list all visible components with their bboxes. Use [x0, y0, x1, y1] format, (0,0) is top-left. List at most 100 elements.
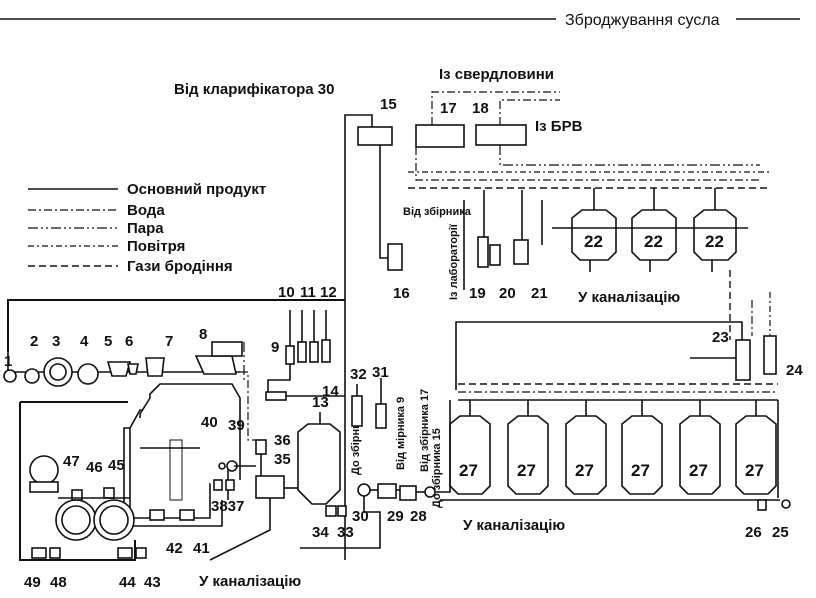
tank-22-a [571, 209, 617, 261]
num-40: 40 [201, 414, 218, 431]
num-22-a: 22 [584, 232, 603, 251]
num-13: 13 [312, 394, 329, 411]
valve-28b [424, 486, 436, 498]
pipe-upper-loop [7, 299, 345, 352]
num-24: 24 [786, 362, 803, 379]
num-11: 11 [300, 284, 316, 301]
num-9: 9 [271, 339, 279, 356]
num-48: 48 [50, 574, 67, 591]
tank-22-b [631, 209, 677, 261]
filter-press-45-47 [29, 455, 135, 541]
num-4: 4 [80, 333, 89, 350]
num-15: 15 [380, 96, 397, 113]
label-from-well: Із свердловини [439, 66, 554, 83]
apparatus-19 [477, 236, 489, 268]
mash-unit [129, 383, 241, 521]
num-43: 43 [144, 574, 161, 591]
pipe-15-16 [379, 145, 388, 259]
num-27-5: 27 [689, 461, 708, 480]
tank-27-2 [507, 415, 549, 495]
pump-1 [3, 369, 17, 383]
pipe-brv [499, 99, 560, 125]
num-30: 30 [352, 508, 369, 525]
pipe-well-water [431, 91, 560, 125]
label-from-brv: Із БРВ [535, 118, 583, 135]
num-3: 3 [52, 333, 60, 350]
meter-12 [321, 339, 331, 363]
num-33: 33 [337, 524, 354, 541]
pipe-steam-header [499, 145, 760, 166]
pipe-water-header [415, 147, 760, 181]
num-28: 28 [410, 508, 427, 525]
label-from-clarifier: Від кларифікатора 30 [174, 81, 334, 98]
label-sewer-bottom-right: У каналізацію [463, 517, 565, 534]
valve-46 [71, 489, 83, 501]
legend-air: Повітря [127, 238, 185, 255]
apparatus-32 [351, 395, 363, 427]
legend: Основний продукт Вода Пара Повітря Гази … [28, 181, 266, 275]
num-34: 34 [312, 524, 329, 541]
num-36: 36 [274, 432, 291, 449]
meter-9 [285, 345, 295, 365]
pipe-clarifier [344, 114, 373, 560]
motor-47 [29, 455, 59, 485]
apparatus-29 [377, 483, 397, 499]
pump-25 [781, 499, 791, 509]
vessel-8 [194, 355, 237, 375]
apparatus-23 [735, 339, 751, 381]
num-39: 39 [228, 417, 245, 434]
meter-11 [309, 341, 319, 363]
propagator-tanks-22: 22 22 22 [552, 188, 748, 272]
hopper-6 [127, 363, 139, 375]
collector-18 [475, 124, 527, 146]
label-sewer-bottom-left: У каналізацію [199, 573, 301, 590]
collector-15 [357, 126, 393, 146]
vessel-7 [145, 357, 165, 377]
legend-gas: Гази бродіння [127, 258, 233, 275]
valve-39b [218, 462, 226, 470]
tank-27-5 [679, 415, 721, 495]
vessel-41-inner [169, 439, 183, 501]
fermentation-tanks-27: 27 27 27 27 27 27 [449, 400, 777, 495]
num-49: 49 [24, 574, 41, 591]
num-17: 17 [440, 100, 457, 117]
apparatus-16 [387, 243, 403, 271]
num-6: 6 [125, 333, 133, 350]
pipe-left-loop [19, 402, 136, 561]
apparatus-24 [763, 335, 777, 375]
apparatus-31 [375, 403, 387, 429]
num-2: 2 [30, 333, 38, 350]
pipe-to-fermenters [435, 400, 451, 493]
num-45: 45 [108, 457, 125, 474]
num-32: 32 [350, 366, 367, 383]
apparatus-19b [489, 244, 501, 266]
apparatus-20 [513, 239, 529, 265]
tank-27-1 [449, 415, 491, 495]
vessel-8-top [211, 341, 243, 357]
num-21: 21 [531, 285, 548, 302]
num-27-3: 27 [575, 461, 594, 480]
pipe-30-out [300, 496, 381, 549]
num-5: 5 [104, 333, 112, 350]
apparatus-36 [255, 439, 267, 455]
filter-46a-inner [61, 505, 91, 535]
num-3837: 3837 [211, 498, 244, 515]
num-25: 25 [772, 524, 789, 541]
num-47: 47 [63, 453, 80, 470]
meter-10 [297, 341, 307, 363]
num-27-4: 27 [631, 461, 650, 480]
mixer-3-inner [49, 363, 67, 381]
valve-37 [225, 479, 235, 491]
valve-34 [325, 505, 337, 517]
tank-14 [297, 423, 341, 505]
num-35: 35 [274, 451, 291, 468]
valve-33 [337, 505, 347, 517]
num-18: 18 [472, 100, 489, 117]
pump-30 [357, 483, 371, 497]
label-from-collector-17: Від збірника 17 [419, 389, 431, 472]
tank-22-c [693, 209, 737, 261]
label-sewer-mid: У каналізацію [578, 289, 680, 306]
num-12: 12 [320, 284, 337, 301]
header-title: Зброджування сусла [565, 12, 720, 29]
